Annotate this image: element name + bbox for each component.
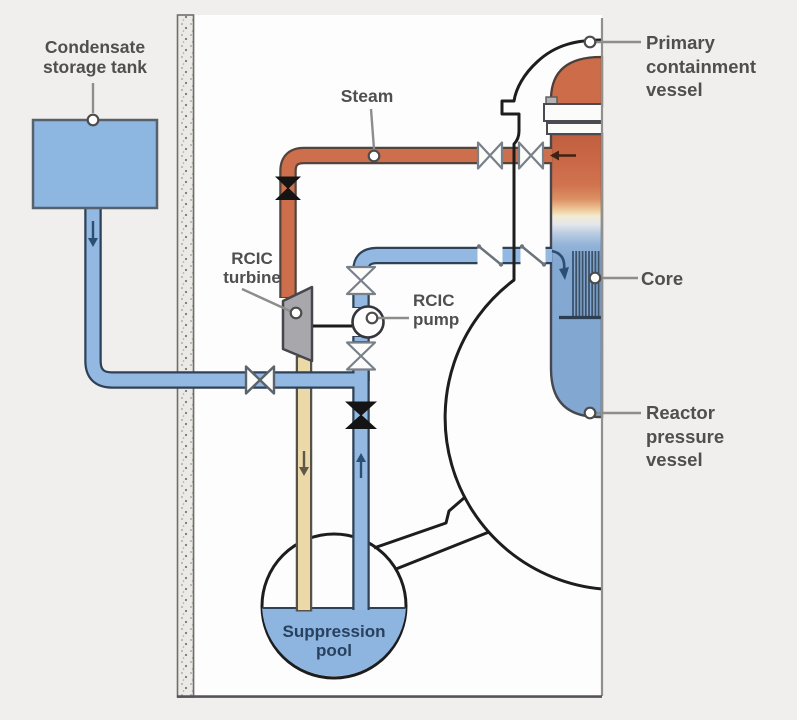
pointer-dot-rpv (583, 406, 597, 420)
flow-arrows (88, 150, 576, 478)
condensate-line-valve (244, 365, 276, 395)
outboard-check-valve (478, 245, 502, 266)
flow-arrow-injection-in (551, 249, 569, 280)
flow-arrow-tank-down (88, 221, 98, 247)
flow-arrow-exhaust-down (299, 451, 309, 476)
pointer-dot-steam (367, 149, 381, 163)
steam-line-closed-valve (275, 176, 301, 189)
vessel-flange-lower (546, 122, 603, 135)
vent-duct-upper (373, 496, 465, 550)
pointer-dot-tank (86, 113, 100, 127)
injection-check-valves (476, 244, 547, 267)
pointer-dot-pump (365, 311, 379, 325)
pump-valves (345, 265, 377, 371)
closed-valves (275, 176, 377, 429)
pointer-line-steam (369, 108, 376, 150)
condensate-line (86, 207, 366, 387)
label-rcic-turbine: RCIC turbine (223, 249, 281, 287)
pointer-dot-core (588, 271, 602, 285)
inboard-steam-isolation-valve (517, 141, 533, 170)
pointer-line-turbine (241, 287, 291, 313)
pointer-dots (86, 35, 602, 420)
steam-isolation-valves (476, 141, 545, 170)
vessel-flange-upper (543, 103, 603, 122)
primary-containment-outline (373, 38, 603, 591)
flow-arrow-riser-up (356, 453, 366, 478)
condensate-storage-tank-shape (31, 118, 159, 210)
pointer-dot-turbine (289, 306, 303, 320)
pointer-dot-containment (583, 35, 597, 49)
vent-duct-lower (395, 530, 490, 571)
label-core: Core (641, 268, 684, 289)
rcic-turbine-shape (281, 285, 314, 363)
label-rcic-pump: RCIC pump (413, 291, 460, 329)
pool-water (262, 608, 406, 677)
inboard-check-valve (521, 245, 545, 266)
label-condensate-storage-tank: Condensate storage tank (42, 37, 148, 77)
reactor-pressure-vessel-shape (543, 55, 604, 419)
building-wall (176, 14, 195, 698)
label-steam: Steam (340, 86, 394, 106)
label-reactor-pressure-vessel: Reactor pressure vessel (646, 402, 725, 470)
pump-discharge-valve (345, 265, 377, 282)
outboard-steam-isolation-valve (476, 141, 492, 170)
flow-arrow-steam-out (550, 150, 576, 161)
label-suppression-pool: Suppression pool (282, 622, 386, 660)
pointer-lines (91, 40, 641, 415)
pump-suction-valve (345, 341, 377, 358)
label-primary-containment-vessel: Primary containment vessel (646, 32, 756, 100)
pool-suction-closed-valve (345, 401, 377, 416)
steam-line (279, 146, 552, 298)
